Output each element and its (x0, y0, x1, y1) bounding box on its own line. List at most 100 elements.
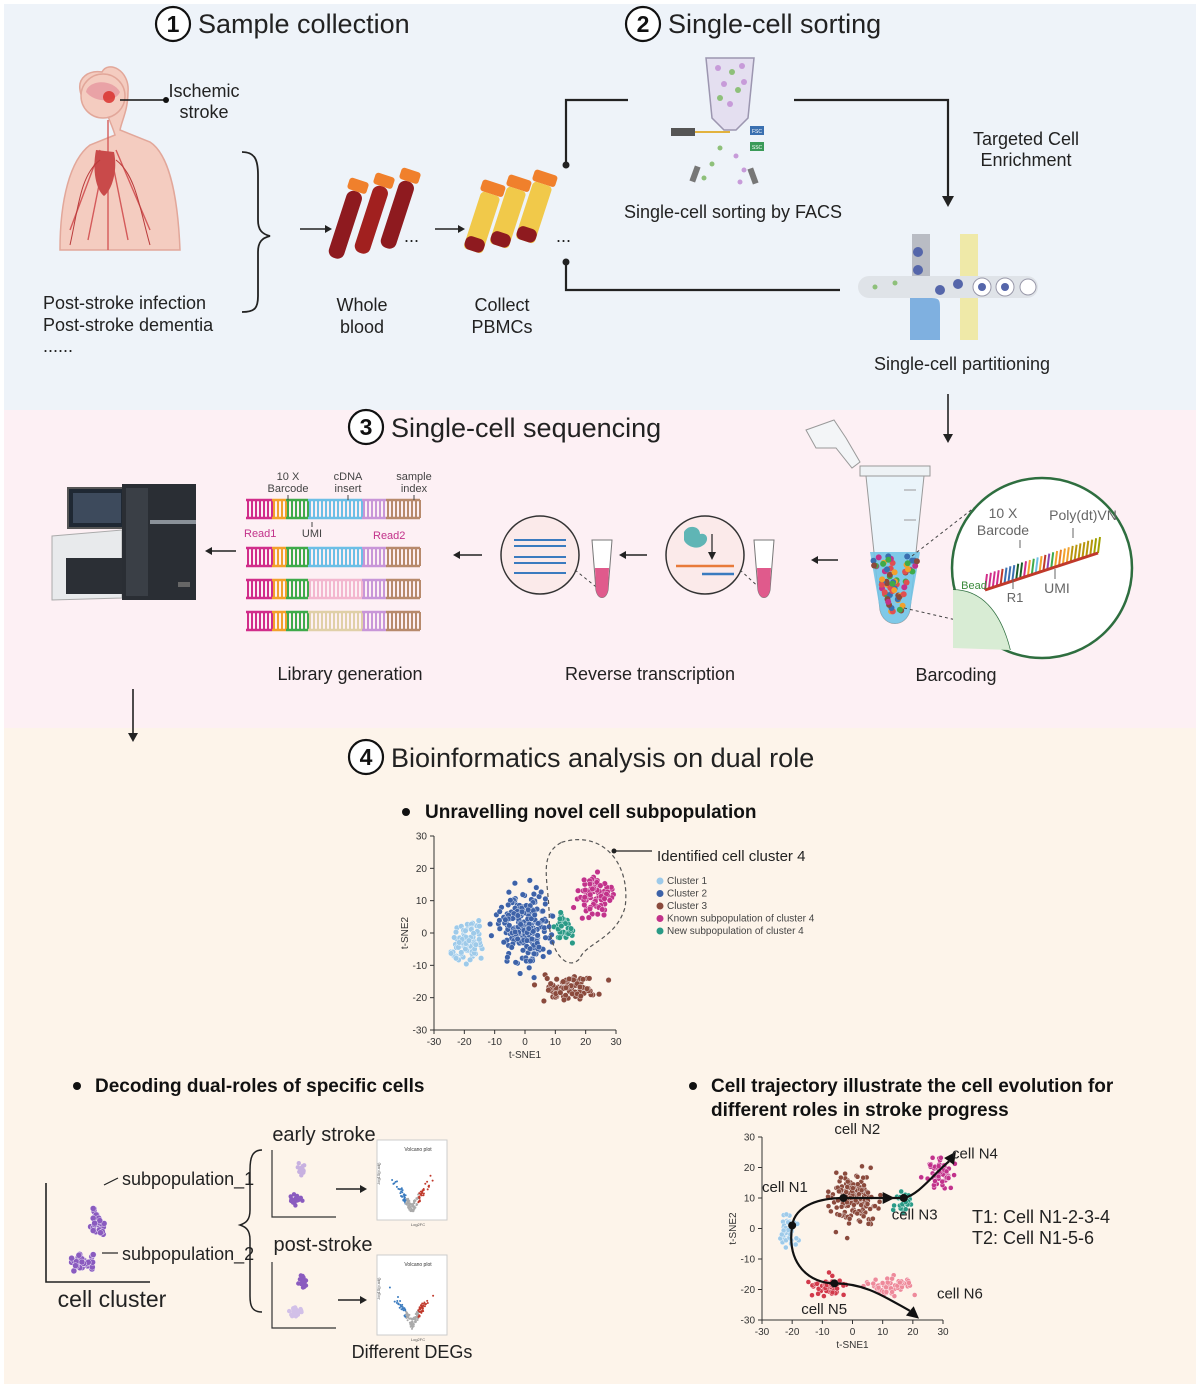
y-tick-label: -30 (413, 1026, 428, 1037)
data-point (417, 1309, 420, 1312)
series-known-subpopulation-of-cluster-4 (570, 869, 617, 922)
data-point (89, 1251, 97, 1258)
data-point (413, 1207, 415, 1210)
pointer-line (103, 1177, 119, 1186)
data-point (429, 1174, 432, 1177)
subpopulation-2-label: subpopulation_2 (122, 1244, 254, 1265)
bead-dot (889, 580, 896, 587)
data-point (575, 887, 582, 894)
data-point (388, 1286, 391, 1289)
data-point (475, 917, 482, 924)
data-point (414, 1318, 417, 1321)
data-point (500, 939, 507, 946)
volcano-ylabel: -log10(p.adj) (376, 1277, 381, 1300)
data-point (793, 1241, 799, 1248)
data-point (597, 882, 604, 889)
brace (241, 151, 271, 313)
bead-dot (912, 562, 919, 569)
ellipsis-2: ... (556, 226, 571, 246)
data-point (523, 937, 530, 944)
data-point (584, 985, 591, 992)
section-number: 3 (360, 414, 373, 440)
data-point (826, 1269, 832, 1276)
panel-bioinformatics (4, 728, 1196, 1384)
data-point (558, 923, 565, 930)
data-point (557, 909, 564, 916)
y-tick-label: 30 (744, 1133, 756, 1144)
oligo-tooth (1038, 555, 1043, 573)
volcano-plots: Volcano plot Log2FC -log10(p.adj) Volcan… (376, 1139, 448, 1342)
data-point (829, 1273, 835, 1279)
data-point (594, 869, 601, 876)
data-point (836, 1212, 843, 1218)
data-point (402, 1193, 405, 1196)
data-point (300, 1168, 305, 1173)
oligo-tooth (1042, 554, 1047, 572)
data-point (851, 1202, 857, 1208)
volcano-plot-early: Volcano plot Log2FC -log10(p.adj) (376, 1139, 448, 1227)
callout-dot (611, 848, 617, 854)
data-point (533, 884, 540, 891)
data-point (401, 1303, 404, 1306)
data-point (462, 946, 469, 953)
data-point (514, 936, 521, 943)
data-point (427, 1185, 430, 1188)
data-point (91, 1219, 98, 1227)
bead-dot (896, 606, 903, 613)
rt-circle-icon (665, 515, 775, 598)
data-point (399, 1300, 402, 1302)
bead-dot (913, 558, 920, 565)
bead-dot (884, 566, 890, 573)
blood-tubes-icon (328, 167, 421, 259)
data-point (514, 912, 521, 919)
t1-label: T1: Cell N1-2-3-4 (972, 1207, 1110, 1227)
data-point (864, 1201, 871, 1207)
data-point (396, 1300, 399, 1302)
data-point (297, 1277, 303, 1282)
data-point (426, 1180, 429, 1183)
arrowhead (942, 196, 954, 207)
data-point (860, 1213, 867, 1220)
data-point (883, 1284, 889, 1291)
data-point (89, 1205, 97, 1212)
data-point (415, 1204, 418, 1207)
bead-dot (880, 560, 887, 567)
data-point (815, 1291, 821, 1297)
data-point (850, 1185, 856, 1191)
oligo-tooth (1023, 561, 1027, 578)
data-point (421, 1307, 424, 1310)
data-point (462, 927, 469, 934)
data-point (448, 950, 455, 957)
data-point (891, 1202, 897, 1209)
barcoding-label: Barcoding (915, 665, 996, 685)
data-point (411, 1327, 413, 1330)
data-point (875, 1284, 882, 1291)
data-point (951, 1172, 957, 1178)
trajectory-node (830, 1279, 839, 1288)
data-point (566, 976, 573, 983)
data-point (542, 895, 549, 902)
data-point (417, 1193, 420, 1196)
enrichment-label-2: Enrichment (980, 150, 1071, 170)
data-point (858, 1202, 864, 1208)
data-point (432, 1294, 435, 1297)
data-point (411, 1320, 414, 1323)
data-point (877, 1192, 884, 1198)
partitioning-label: Single-cell partitioning (874, 354, 1050, 374)
data-point (512, 929, 519, 936)
oligo-tooth (1015, 563, 1020, 580)
arrow-icon (338, 1296, 367, 1304)
cluster-callout-label: Identified cell cluster 4 (657, 848, 805, 865)
library-strands (246, 498, 421, 632)
data-point (534, 932, 541, 939)
oligo-tooth (999, 568, 1004, 586)
data-point (496, 925, 503, 932)
polydt-label: Poly(dt)VN (1049, 507, 1117, 523)
bullet-trajectory: Cell trajectory illustrate the cell evol… (711, 1076, 1114, 1097)
bead-dot (885, 598, 892, 605)
data-point (416, 1311, 419, 1314)
volcano-ylabel: -log10(p.adj) (376, 1162, 381, 1185)
arrow-icon (619, 551, 647, 559)
volcano-xlabel: Log2FC (411, 1222, 425, 1227)
